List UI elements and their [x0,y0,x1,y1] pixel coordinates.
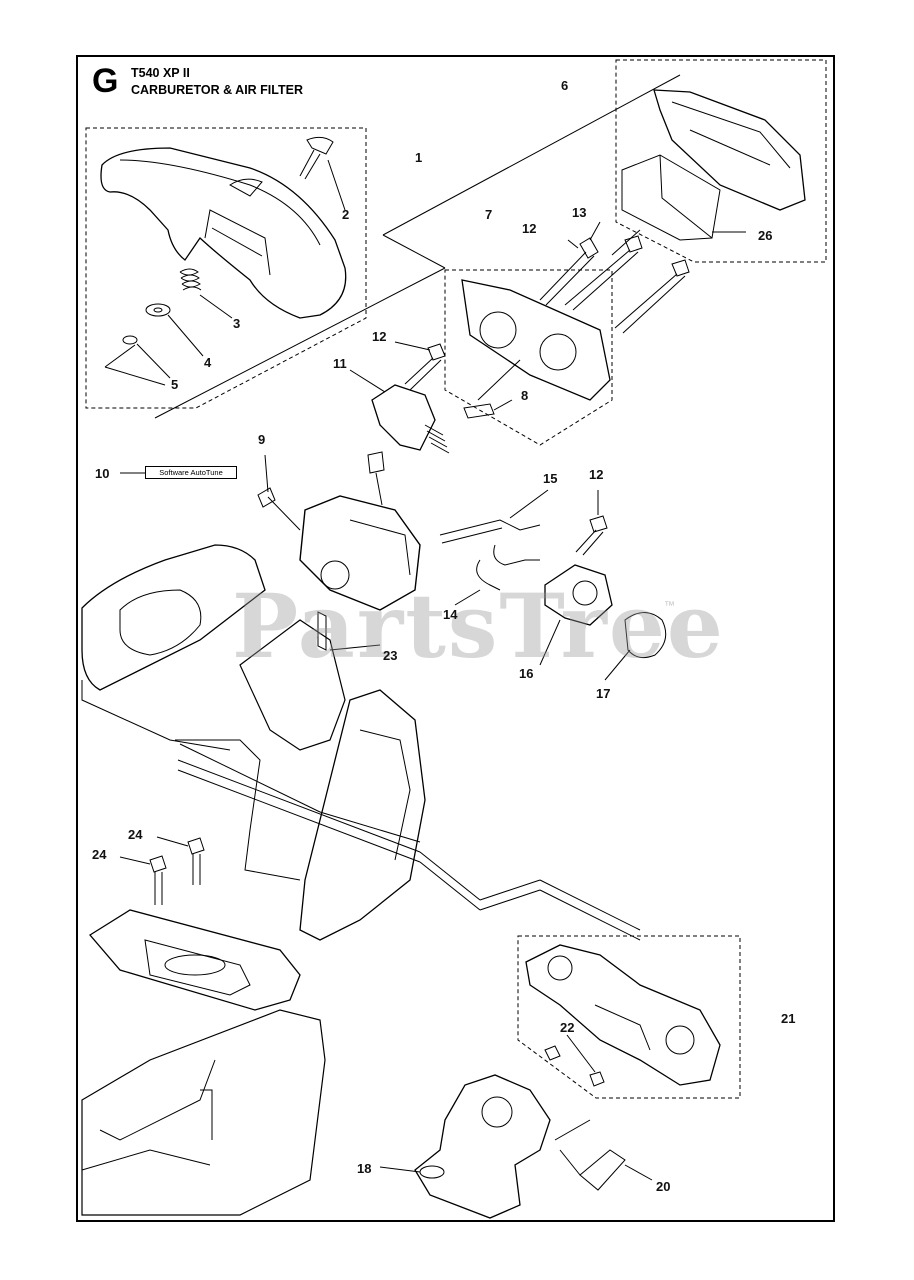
callout-15: 15 [543,471,558,486]
group-box-6 [615,59,827,263]
callout-6: 6 [561,78,569,93]
software-autotune-label: Software AutoTune [145,466,237,479]
group-box-21 [517,935,741,1099]
callout-3: 3 [233,316,241,331]
callout-13: 13 [572,205,587,220]
callout-24-upper: 24 [128,827,143,842]
group-box-7 [444,269,613,446]
callout-9: 9 [258,432,266,447]
callout-14: 14 [443,607,458,622]
callout-5: 5 [171,377,179,392]
callout-23: 23 [383,648,398,663]
callout-20: 20 [656,1179,671,1194]
watermark-text: PartsTree [232,574,725,678]
section-letter: G [92,62,119,100]
callout-11: 11 [333,356,347,371]
callout-26: 26 [758,228,773,243]
callout-17: 17 [596,686,611,701]
callout-12-right: 12 [589,467,604,482]
callout-12-middle: 12 [372,329,387,344]
callout-22: 22 [560,1020,575,1035]
callout-4: 4 [204,355,212,370]
callout-18: 18 [357,1161,372,1176]
callout-21: 21 [781,1011,796,1026]
callout-2: 2 [342,207,350,222]
diagram-title: CARBURETOR & AIR FILTER [131,83,303,97]
callout-10: 10 [95,466,110,481]
callout-16: 16 [519,666,534,681]
callout-12-top: 12 [522,221,537,236]
callout-7: 7 [485,207,493,222]
callout-24-left: 24 [92,847,107,862]
callout-1: 1 [415,150,423,165]
group-box-1 [85,127,367,409]
diagram-frame [76,55,835,1222]
callout-8: 8 [521,388,529,403]
watermark-trademark: ™ [664,600,675,612]
model-name: T540 XP II [131,66,190,80]
